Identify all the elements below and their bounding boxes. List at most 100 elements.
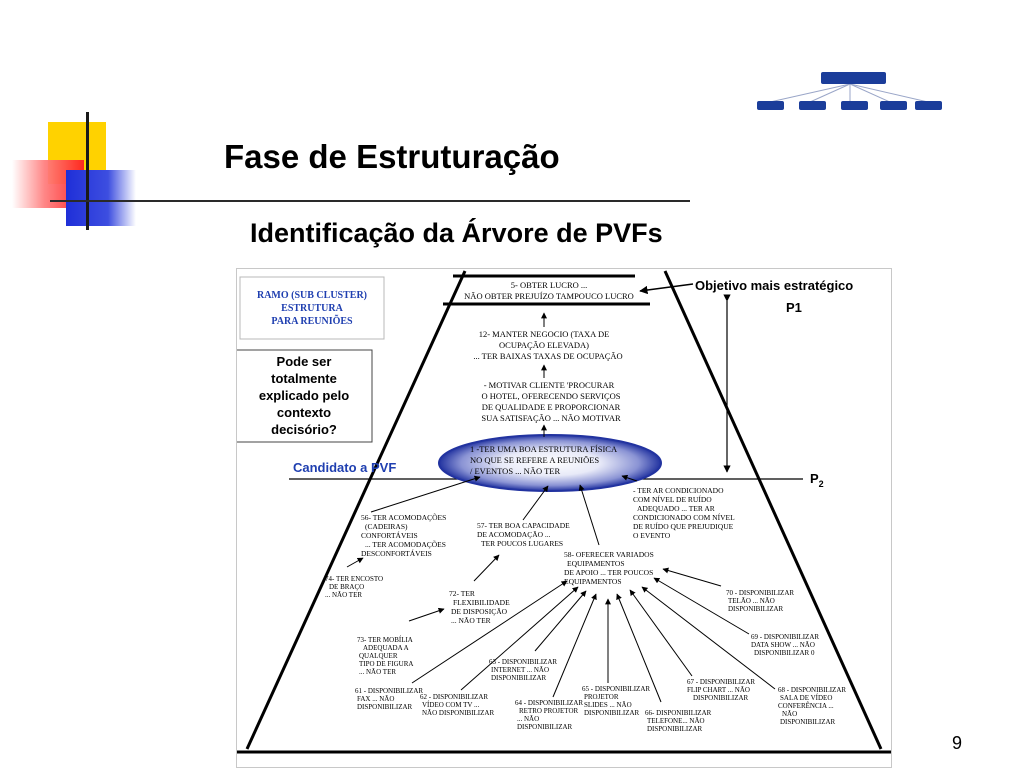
svg-text:DISPONIBILIZAR: DISPONIBILIZAR <box>491 674 547 682</box>
svg-text:DISPONIBILIZAR: DISPONIBILIZAR <box>584 709 640 717</box>
arrow-56-to-1 <box>370 475 481 513</box>
svg-text:69 - DISPONIBILIZAR: 69 - DISPONIBILIZAR <box>751 633 819 641</box>
arrow-73-to-72 <box>408 607 445 622</box>
svg-text:SALA DE VÍDEO: SALA DE VÍDEO <box>780 694 832 702</box>
node-motivar: - MOTIVAR CLIENTE 'PROCURAR O HOTEL, OFE… <box>481 380 621 423</box>
svg-text:COM NÍVEL DE RUÍDO: COM NÍVEL DE RUÍDO <box>633 494 712 504</box>
svg-text:DE RUÍDO QUE PREJUDIQUE: DE RUÍDO QUE PREJUDIQUE <box>633 521 734 531</box>
svg-text:SLIDES ... NÃO: SLIDES ... NÃO <box>584 701 632 709</box>
svg-text:DE APOIO ... TER POUCOS: DE APOIO ... TER POUCOS <box>564 568 653 577</box>
node-56: 56- TER ACOMODAÇÕES (CADEIRAS) CONFORTÁV… <box>361 512 446 558</box>
node-58: 58- OFERECER VARIADOS EQUIPAMENTOS DE AP… <box>564 550 654 586</box>
arrow-67-to-58 <box>629 589 693 677</box>
svg-text:DESCONFORTÁVEIS: DESCONFORTÁVEIS <box>361 548 432 558</box>
svg-text:DISPONIBILIZAR: DISPONIBILIZAR <box>357 703 413 711</box>
objective-label: Objetivo mais estratégico <box>695 278 853 293</box>
svg-text:ADEQUADA A: ADEQUADA A <box>363 644 409 652</box>
question-box <box>237 349 373 443</box>
svg-text:DISPONIBILIZAR: DISPONIBILIZAR <box>693 694 749 702</box>
svg-text:61 - DISPONIBILIZAR: 61 - DISPONIBILIZAR <box>355 687 423 695</box>
arrow-68-to-58 <box>641 586 776 690</box>
svg-text:DE QUALIDADE E PROPORCIONAR: DE QUALIDADE E PROPORCIONAR <box>482 402 621 412</box>
svg-text:FLIP CHART ... NÃO: FLIP CHART ... NÃO <box>687 686 750 694</box>
svg-text:SUA SATISFAÇÃO ... NÃO MOTIVA: SUA SATISFAÇÃO ... NÃO MOTIVAR <box>481 413 621 423</box>
decor-blue-square <box>66 170 136 226</box>
slide-subtitle: Identificação da Árvore de PVFs <box>250 218 663 248</box>
svg-text:INTERNET ... NÃO: INTERNET ... NÃO <box>491 666 549 674</box>
node-ar-condicionado: - TER AR CONDICIONADO COM NÍVEL DE RUÍDO… <box>633 486 735 540</box>
arrow-61-to-58 <box>411 580 568 684</box>
node-12: 12- MANTER NEGOCIO (TAXA DE OCUPAÇÃO ELE… <box>473 329 622 361</box>
svg-text:DATA SHOW ... NÃO: DATA SHOW ... NÃO <box>751 641 815 649</box>
svg-text:Pode ser: Pode ser <box>277 354 332 369</box>
node-64: 64 - DISPONIBILIZAR RETRO PROJETOR ... N… <box>515 699 583 731</box>
p2-label: P2 <box>810 471 824 489</box>
svg-text:OCUPAÇÃO ELEVADA): OCUPAÇÃO ELEVADA) <box>499 340 589 350</box>
svg-text:TELÃO ... NÃO: TELÃO ... NÃO <box>728 597 775 605</box>
node-74: 74- TER ENCOSTO DE BRAÇO ... NÃO TER <box>325 575 383 599</box>
arrow-74-to-56 <box>346 557 364 568</box>
slide-title: Fase de Estruturação <box>224 138 560 175</box>
node-72: 72- TER FLEXIBILIDADE DE DISPOSIÇÃO ... … <box>449 589 510 625</box>
node-65: 65 - DISPONIBILIZAR PROJETOR SLIDES ... … <box>582 685 650 717</box>
page-number: 9 <box>952 733 963 753</box>
svg-text:... TER ACOMODAÇÕES: ... TER ACOMODAÇÕES <box>365 539 446 549</box>
node-73: 73- TER MOBÍLIA ADEQUADA A QUALQUER TIPO… <box>357 636 413 676</box>
svg-text:70 - DISPONIBILIZAR: 70 - DISPONIBILIZAR <box>726 589 794 597</box>
svg-text:totalmente: totalmente <box>271 371 337 386</box>
svg-text:QUALQUER: QUALQUER <box>359 652 398 660</box>
arrow-72-to-57 <box>473 554 500 582</box>
svg-text:... TER BAIXAS TAXAS DE OCUPAÇ: ... TER BAIXAS TAXAS DE OCUPAÇÃO <box>473 351 622 361</box>
node-67: 67 - DISPONIBILIZAR FLIP CHART ... NÃO D… <box>687 678 755 702</box>
arrow-57-to-1 <box>522 485 549 521</box>
svg-text:PARA REUNIÕES: PARA REUNIÕES <box>271 315 353 327</box>
ramo-label: RAMO (SUB CLUSTER) ESTRUTURA PARA REUNIÕ… <box>257 290 367 327</box>
svg-text:74- TER ENCOSTO: 74- TER ENCOSTO <box>325 575 383 583</box>
objective-arrow <box>639 283 694 295</box>
svg-text:68 - DISPONIBILIZAR: 68 - DISPONIBILIZAR <box>778 686 846 694</box>
svg-text:EQUIPAMENTOS: EQUIPAMENTOS <box>564 577 622 586</box>
svg-text:DISPONIBILIZAR: DISPONIBILIZAR <box>517 723 573 731</box>
candidate-label: Candidato a PVF <box>293 460 396 475</box>
svg-text:CONDICIONADO COM NÍVEL: CONDICIONADO COM NÍVEL <box>633 512 735 522</box>
svg-text:72- TER: 72- TER <box>449 589 475 598</box>
svg-text:... NÃO TER: ... NÃO TER <box>325 591 362 599</box>
svg-text:/ EVENTOS ... NÃO TER: / EVENTOS ... NÃO TER <box>470 466 560 476</box>
question-label: Pode ser totalmente explicado pelo conte… <box>259 354 349 437</box>
svg-text:62 - DISPONIBILIZAR: 62 - DISPONIBILIZAR <box>420 693 488 701</box>
svg-text:66- DISPONIBILIZAR: 66- DISPONIBILIZAR <box>645 709 712 717</box>
svg-text:12- MANTER NEGOCIO (TAXA DE: 12- MANTER NEGOCIO (TAXA DE <box>479 329 610 339</box>
svg-text:decisório?: decisório? <box>271 422 337 437</box>
svg-text:VÍDEO COM TV ...: VÍDEO COM TV ... <box>422 701 480 709</box>
svg-text:DISPONIBILIZAR 0: DISPONIBILIZAR 0 <box>754 649 815 657</box>
svg-text:... NÃO: ... NÃO <box>517 715 539 723</box>
svg-text:DE ACOMODAÇÃO ...: DE ACOMODAÇÃO ... <box>477 529 551 539</box>
node-70: 70 - DISPONIBILIZAR TELÃO ... NÃO DISPON… <box>726 589 794 613</box>
svg-text:RETRO PROJETOR: RETRO PROJETOR <box>519 707 579 715</box>
svg-text:... NÃO TER: ... NÃO TER <box>359 668 396 676</box>
svg-text:64 - DISPONIBILIZAR: 64 - DISPONIBILIZAR <box>515 699 583 707</box>
arrow-69-to-58 <box>653 577 750 635</box>
svg-text:ADEQUADO ... TER AR: ADEQUADO ... TER AR <box>637 504 715 513</box>
pvf-tree-diagram: RAMO (SUB CLUSTER) ESTRUTURA PARA REUNIÕ… <box>237 270 891 754</box>
svg-text:O HOTEL, OFERECENDO SERVIÇOS: O HOTEL, OFERECENDO SERVIÇOS <box>481 391 620 401</box>
svg-text:ESTRUTURA: ESTRUTURA <box>281 303 343 314</box>
pvf-tree-figure: RAMO (SUB CLUSTER) ESTRUTURA PARA REUNIÕ… <box>236 268 892 768</box>
svg-text:67 - DISPONIBILIZAR: 67 - DISPONIBILIZAR <box>687 678 755 686</box>
svg-text:CONFERÊNCIA ...: CONFERÊNCIA ... <box>778 702 834 710</box>
node-1: 1 -TER UMA BOA ESTRUTURA FÍSICA NO QUE S… <box>470 444 618 476</box>
node-5: 5- OBTER LUCRO ... NÃO OBTER PREJUÍZO TA… <box>464 280 634 301</box>
node-66: 66- DISPONIBILIZAR TELEFONE... NÃO DISPO… <box>645 709 712 733</box>
ramo-box <box>239 276 385 340</box>
svg-text:NÃO DISPONIBILIZAR: NÃO DISPONIBILIZAR <box>422 709 494 717</box>
svg-text:5- OBTER LUCRO ...: 5- OBTER LUCRO ... <box>511 280 588 290</box>
svg-text:73- TER MOBÍLIA: 73- TER MOBÍLIA <box>357 636 413 644</box>
svg-text:- MOTIVAR CLIENTE 'PROCURAR: - MOTIVAR CLIENTE 'PROCURAR <box>484 380 615 390</box>
svg-text:NÃO OBTER PREJUÍZO TAMPOUCO LU: NÃO OBTER PREJUÍZO TAMPOUCO LUCRO <box>464 291 634 301</box>
svg-text:FLEXIBILIDADE: FLEXIBILIDADE <box>453 598 510 607</box>
svg-text:PROJETOR: PROJETOR <box>584 693 619 701</box>
svg-text:58- OFERECER VARIADOS: 58- OFERECER VARIADOS <box>564 550 654 559</box>
trapezoid-right-edge <box>663 270 883 750</box>
org-chart-icon <box>757 72 942 110</box>
svg-text:63 - DISPONIBILIZAR: 63 - DISPONIBILIZAR <box>489 658 557 666</box>
